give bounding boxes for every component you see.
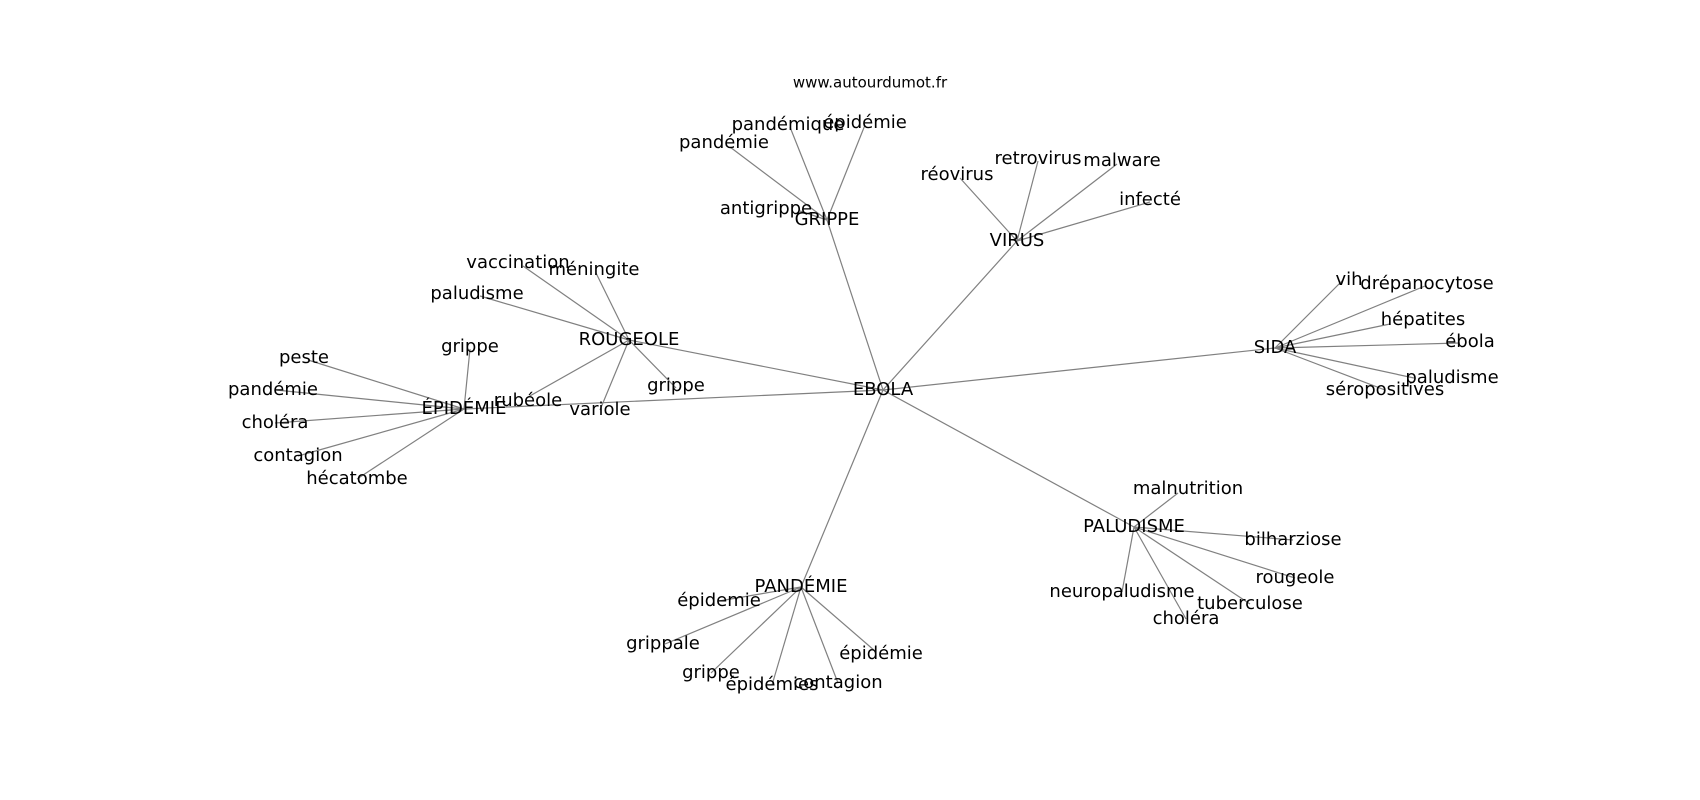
edge-rougeole_h-r2 (595, 272, 630, 341)
source-watermark: www.autourdumot.fr (793, 74, 948, 92)
node-label-s1: vih (1335, 269, 1362, 290)
node-label-s6: séropositives (1326, 379, 1444, 400)
edge-epidemie_h-e4 (274, 408, 465, 424)
node-label-pa3: rougeole (1255, 567, 1334, 588)
node-label-pa1: malnutrition (1133, 478, 1243, 499)
node-label-pa5: choléra (1153, 608, 1220, 629)
edge-virus_h-v1 (959, 177, 1018, 242)
edge-grippe_h-g1 (789, 126, 828, 221)
edge-epidemie_h-e6 (356, 408, 465, 480)
edge-epidemie_h-e3 (275, 389, 465, 410)
edge-grippe_h-g4 (799, 210, 828, 221)
node-label-virus_h: VIRUS (990, 230, 1045, 251)
edge-rougeole_h-r4 (527, 339, 630, 398)
edge-rougeole_h-r3 (479, 295, 630, 341)
edge-ebola-paludisme_h (882, 389, 1135, 528)
edge-paludisme_h-pa1 (1133, 492, 1179, 528)
node-label-s5: paludisme (1405, 367, 1498, 388)
edge-ebola-virus_h (882, 240, 1018, 391)
graph-edges (274, 124, 1461, 686)
edge-sida_h-s2 (1274, 285, 1426, 349)
node-label-s2: drépanocytose (1360, 273, 1493, 294)
edge-paludisme_h-pa3 (1133, 526, 1296, 579)
edge-rougeole_h-r1 (522, 265, 630, 341)
edge-virus_h-v4 (1016, 201, 1151, 242)
node-label-pandemie_h: PANDÉMIE (755, 575, 848, 597)
node-label-v1: réovirus (921, 164, 994, 185)
node-label-r3: paludisme (430, 283, 523, 304)
edge-paludisme_h-pa5 (1133, 526, 1187, 620)
node-label-p4: épidémies (726, 674, 819, 695)
edge-pandemie_h-p6 (800, 586, 876, 652)
node-label-p1: épidemie (677, 590, 761, 611)
node-label-e1: grippe (441, 336, 499, 357)
node-label-pa4: tuberculose (1197, 593, 1303, 614)
node-label-s3: hépatites (1381, 309, 1466, 330)
edge-pandemie_h-p4 (771, 586, 802, 686)
node-label-p3: grippe (682, 662, 740, 683)
edge-sida_h-s4 (1274, 342, 1461, 349)
edge-pandemie_h-p1 (718, 586, 802, 602)
edge-sida_h-s5 (1274, 347, 1415, 379)
node-label-rougeole_h: ROUGEOLE (579, 329, 680, 350)
edge-ebola-rougeole_h (628, 339, 884, 391)
node-label-pa6: neuropaludisme (1049, 581, 1194, 602)
edge-ebola-grippe_h (826, 219, 884, 391)
edge-epidemie_h-e1 (463, 348, 471, 410)
edge-paludisme_h-pa6 (1121, 526, 1135, 593)
edge-virus_h-v3 (1016, 163, 1118, 242)
node-label-g2: épidémie (823, 112, 907, 133)
node-label-v4: infecté (1119, 189, 1181, 210)
node-label-g1: pandémique (732, 114, 845, 135)
node-label-p6: épidémie (839, 643, 923, 664)
edge-ebola-sida_h (882, 347, 1276, 391)
node-label-e4: choléra (242, 412, 309, 433)
node-label-sida_h: SIDA (1254, 337, 1297, 358)
node-label-e2: peste (279, 347, 329, 368)
node-label-g4: antigrippe (720, 198, 812, 219)
edge-sida_h-s1 (1274, 279, 1344, 349)
node-label-g3: pandémie (679, 132, 769, 153)
node-label-r2: méningite (549, 259, 640, 280)
node-label-e3: pandémie (228, 379, 318, 400)
edge-pandemie_h-p2 (664, 586, 802, 645)
edge-virus_h-v2 (1016, 160, 1039, 242)
node-label-e6: hécatombe (306, 468, 408, 489)
edge-grippe_h-g2 (826, 124, 866, 221)
edge-sida_h-s6 (1274, 347, 1386, 391)
node-label-s4: ébola (1445, 331, 1495, 352)
node-label-p5: contagion (793, 672, 882, 693)
node-label-ebola: EBOLA (853, 379, 914, 400)
node-label-grippe_h: GRIPPE (795, 209, 860, 230)
node-label-epidemie_h: ÉPIDÉMIE (422, 397, 507, 419)
node-label-v2: retrovirus (995, 148, 1082, 169)
graph-labels: EBOLA GRIPPE VIRUS SIDA ROUGEOLE ÉPIDÉMIE PAND… (228, 112, 1499, 695)
edge-rougeole_h-r6 (628, 339, 677, 389)
node-label-p2: grippale (626, 633, 700, 654)
node-label-v3: malware (1083, 150, 1160, 171)
edge-epidemie_h-e5 (297, 408, 465, 457)
node-label-r4: rubéole (494, 390, 562, 411)
edge-paludisme_h-pa2 (1133, 526, 1294, 541)
edge-rougeole_h-r5 (599, 339, 630, 411)
edge-paludisme_h-pa4 (1133, 526, 1251, 605)
edge-grippe_h-g3 (729, 146, 828, 221)
node-label-r6: grippe (647, 375, 705, 396)
node-label-e5: contagion (253, 445, 342, 466)
edge-ebola-pandemie_h (800, 389, 884, 588)
edge-sida_h-s3 (1274, 323, 1391, 349)
node-label-r1: vaccination (466, 252, 569, 273)
edge-ebola-epidemie_h (463, 389, 884, 410)
node-label-pa2: bilharziose (1244, 529, 1341, 550)
edge-pandemie_h-p3 (710, 586, 802, 674)
node-label-paludisme_h: PALUDISME (1083, 516, 1185, 537)
edge-epidemie_h-e2 (307, 359, 465, 410)
edge-pandemie_h-p5 (800, 586, 839, 684)
node-label-r5: variole (569, 399, 630, 420)
